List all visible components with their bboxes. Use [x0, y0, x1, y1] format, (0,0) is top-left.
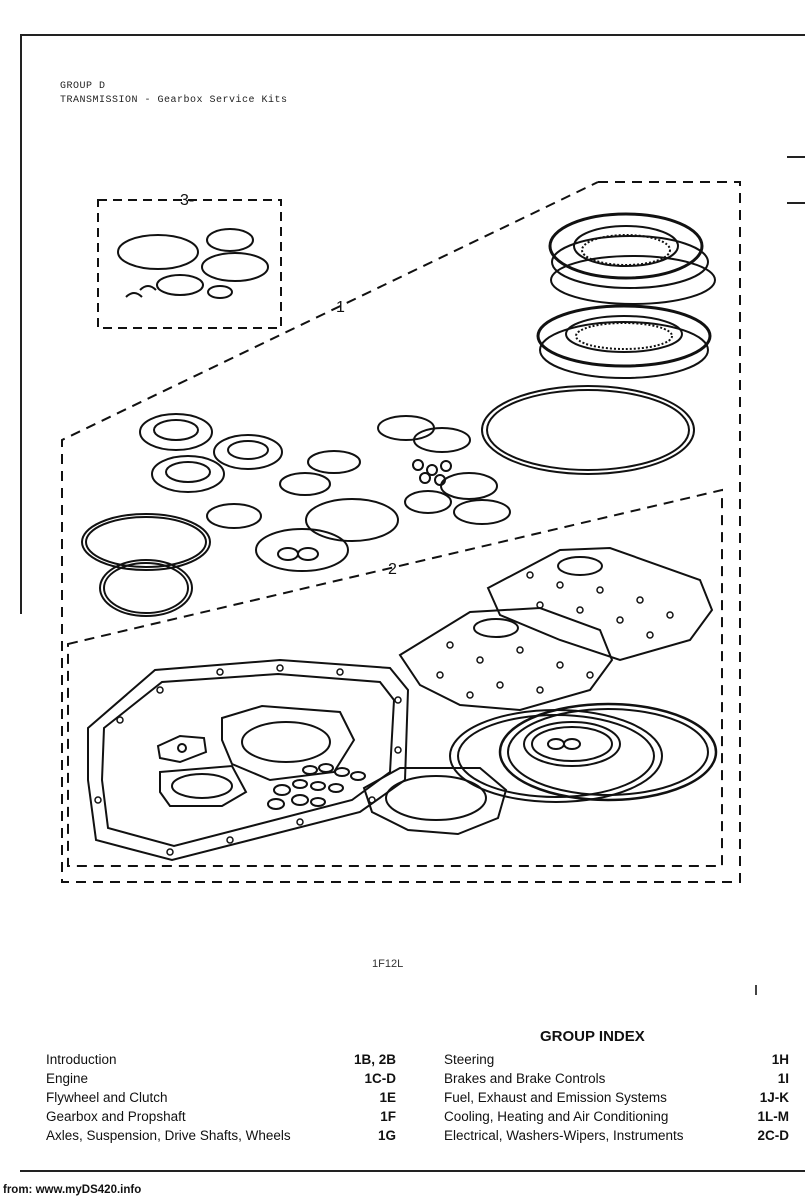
group-index-right-column: Steering 1H Brakes and Brake Controls 1I F… [444, 1050, 789, 1145]
separator-plate-gaskets [398, 546, 714, 712]
clutch-plates-lower [536, 304, 712, 379]
index-label: Fuel, Exhaust and Emission Systems [444, 1090, 667, 1105]
kit-1-outline [61, 181, 741, 883]
index-label: Cooling, Heating and Air Conditioning [444, 1109, 669, 1124]
index-row[interactable]: Electrical, Washers-Wipers, Instruments 2… [444, 1126, 789, 1145]
cover-gaskets [156, 704, 356, 807]
index-label: Flywheel and Clutch [46, 1090, 168, 1105]
sealing-rings [206, 415, 511, 572]
pump-gasket [362, 767, 508, 836]
index-label: Brakes and Brake Controls [444, 1071, 606, 1086]
margin-mark [755, 985, 757, 995]
page-frame-bottom [20, 1170, 805, 1172]
margin-tick [787, 156, 805, 158]
o-ring-cluster [267, 763, 366, 810]
callout-kit-2: 2 [388, 561, 397, 578]
page-frame-top [20, 34, 805, 36]
index-row[interactable]: Flywheel and Clutch 1E [46, 1088, 396, 1107]
index-code: 2C-D [757, 1128, 789, 1143]
page-header: GROUP D TRANSMISSION - Gearbox Service K… [60, 80, 288, 108]
clutch-plates-upper [548, 212, 716, 305]
index-label: Electrical, Washers-Wipers, Instruments [444, 1128, 684, 1143]
gearbox-service-kit-diagram: 1 2 3- [61, 181, 741, 883]
index-code: 1I [777, 1071, 789, 1086]
index-row[interactable]: Introduction 1B, 2B [46, 1050, 396, 1069]
index-row[interactable]: Axles, Suspension, Drive Shafts, Wheels 1… [46, 1126, 396, 1145]
source-credit: from: www.myDS420.info [3, 1184, 142, 1196]
index-row[interactable]: Brakes and Brake Controls 1I [444, 1069, 789, 1088]
index-code: 1B, 2B [353, 1052, 396, 1067]
sump-gasket [87, 658, 410, 862]
page-frame-left [20, 34, 22, 614]
kit-3-outline [97, 199, 282, 329]
group-index-left-column: Introduction 1B, 2B Engine 1C-D Flywheel a… [46, 1050, 396, 1145]
index-code: 1E [379, 1090, 396, 1105]
margin-tick [787, 202, 805, 204]
group-label: GROUP D [60, 81, 106, 92]
index-code: 1G [377, 1128, 396, 1143]
circlip-set [117, 228, 269, 299]
large-seal-ring [481, 385, 695, 475]
callout-kit-3: 3- [180, 192, 194, 209]
index-code: 1J-K [759, 1090, 789, 1105]
index-label: Introduction [46, 1052, 117, 1067]
index-code: 1C-D [364, 1071, 396, 1086]
index-row[interactable]: Engine 1C-D [46, 1069, 396, 1088]
front-pump-seal-rings [449, 702, 718, 803]
group-index-title: GROUP INDEX [540, 1028, 645, 1045]
index-row[interactable]: Steering 1H [444, 1050, 789, 1069]
oil-seals [139, 413, 283, 493]
index-code: 1F [380, 1109, 396, 1124]
index-row[interactable]: Fuel, Exhaust and Emission Systems 1J-K [444, 1088, 789, 1107]
index-label: Steering [444, 1052, 495, 1067]
kit-2-outline [67, 488, 723, 867]
index-label: Gearbox and Propshaft [46, 1109, 186, 1124]
index-label: Axles, Suspension, Drive Shafts, Wheels [46, 1128, 291, 1143]
figure-reference: 1F12L [372, 958, 404, 970]
index-label: Engine [46, 1071, 89, 1086]
index-row[interactable]: Gearbox and Propshaft 1F [46, 1107, 396, 1126]
callout-kit-1: 1 [336, 299, 345, 316]
piston-seal-rings [81, 513, 211, 617]
index-code: 1H [771, 1052, 789, 1067]
section-title: TRANSMISSION - Gearbox Service Kits [60, 95, 288, 106]
index-code: 1L-M [757, 1109, 790, 1124]
index-row[interactable]: Cooling, Heating and Air Conditioning 1L-… [444, 1107, 789, 1126]
